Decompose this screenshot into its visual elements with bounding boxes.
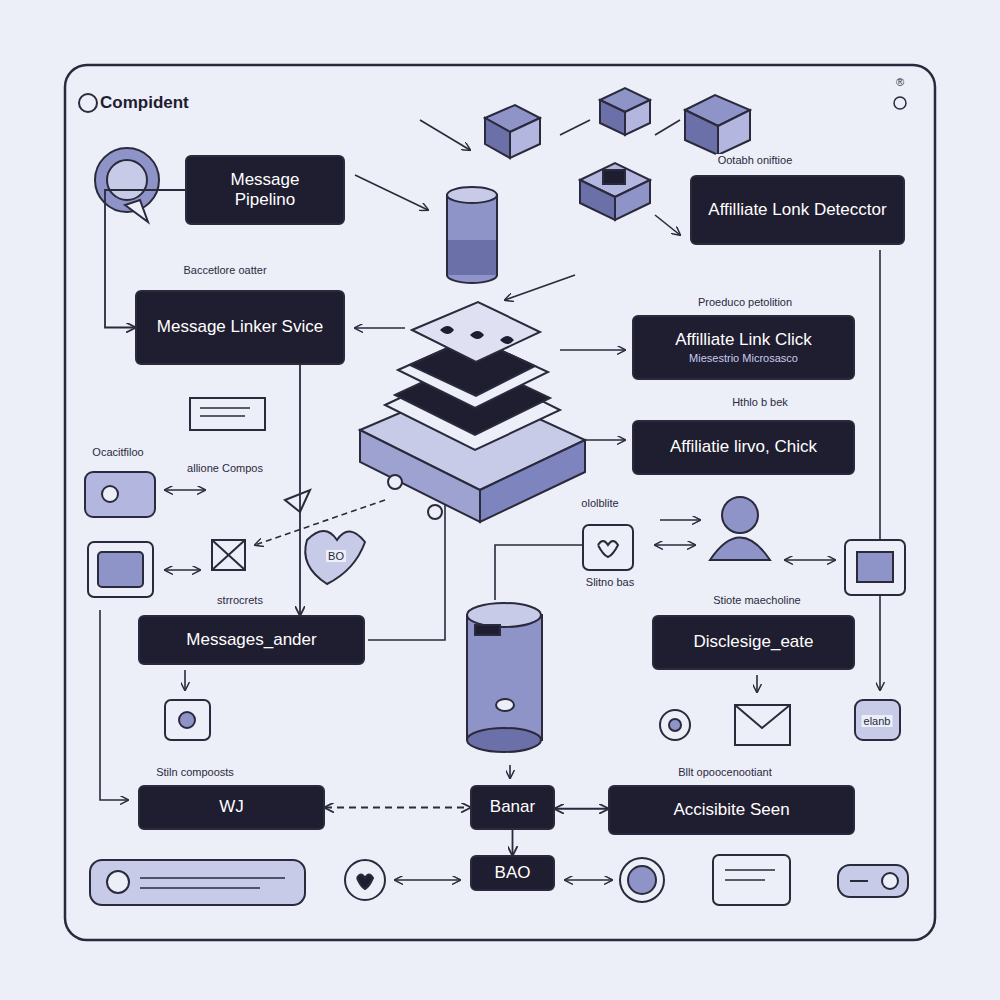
process-box: Banar xyxy=(470,785,555,830)
annotation-label: Ocacitfiloo xyxy=(90,446,145,458)
database-cylinder xyxy=(447,187,497,283)
flow-arrow xyxy=(325,807,470,809)
flow-arrow xyxy=(555,808,608,810)
annotation-label: BO xyxy=(326,550,346,562)
flow-arrow xyxy=(512,830,514,855)
box-label: BAO xyxy=(495,863,531,883)
annotation-label: Hthlo b bek xyxy=(730,396,790,408)
diagram-title: Compident xyxy=(100,93,189,113)
annotation-label: Proeduco petolition xyxy=(696,296,794,308)
corner-mark xyxy=(894,97,906,109)
box-subtitle: Miesestrio Microsasco xyxy=(689,352,798,365)
box-label: Affilliate Link Click xyxy=(675,330,812,350)
box-label: Affiliatie lirvo, Chick xyxy=(670,437,817,457)
process-box: Affilliate Link ClickMiesestrio Microsas… xyxy=(632,315,855,380)
bottom-widgets xyxy=(90,855,908,905)
annotation-label: allione Compos xyxy=(185,462,265,474)
box-label: Disclesige_eate xyxy=(693,632,813,652)
annotation-label: Slitno bas xyxy=(584,576,636,588)
process-box: Messages_ander xyxy=(138,615,365,665)
box-label: Message Linker Svice xyxy=(157,317,323,337)
process-box: BAO xyxy=(470,855,555,891)
annotation-label: Bllt opoocenootiant xyxy=(676,766,774,778)
box-label: Messages_ander xyxy=(186,630,316,650)
process-box: Affiliatie lirvo, Chick xyxy=(632,420,855,475)
process-box: Affilliate Lonk Detecctor xyxy=(690,175,905,245)
box-label: Message Pipelino xyxy=(199,170,331,211)
box-label: Accisibite Seen xyxy=(673,800,789,820)
box-label: Banar xyxy=(490,797,535,817)
annotation-label: elanb xyxy=(862,715,893,727)
flow-arrow xyxy=(299,365,301,615)
process-box: Message Pipelino xyxy=(185,155,345,225)
annotation-label: ololblite xyxy=(579,497,620,509)
process-box: Accisibite Seen xyxy=(608,785,855,835)
box-label: Affilliate Lonk Detecctor xyxy=(708,200,886,220)
process-box: WJ xyxy=(138,785,325,830)
annotation-label: ® xyxy=(894,76,906,88)
storage-cylinder xyxy=(467,603,542,752)
central-device xyxy=(360,302,585,522)
annotation-label: Stiote maecholine xyxy=(711,594,802,606)
icons xyxy=(85,148,905,745)
title-icon xyxy=(79,94,97,112)
box-label: WJ xyxy=(219,797,244,817)
annotation-label: Stiln compoosts xyxy=(154,766,236,778)
annotation-label: Ootabh oniftioe xyxy=(716,154,795,166)
annotation-label: strrocrets xyxy=(215,594,265,606)
outer-frame xyxy=(65,65,935,940)
process-box: Message Linker Svice xyxy=(135,290,345,365)
process-box: Disclesige_eate xyxy=(652,615,855,670)
annotation-label: Baccetlore oatter xyxy=(181,264,268,276)
